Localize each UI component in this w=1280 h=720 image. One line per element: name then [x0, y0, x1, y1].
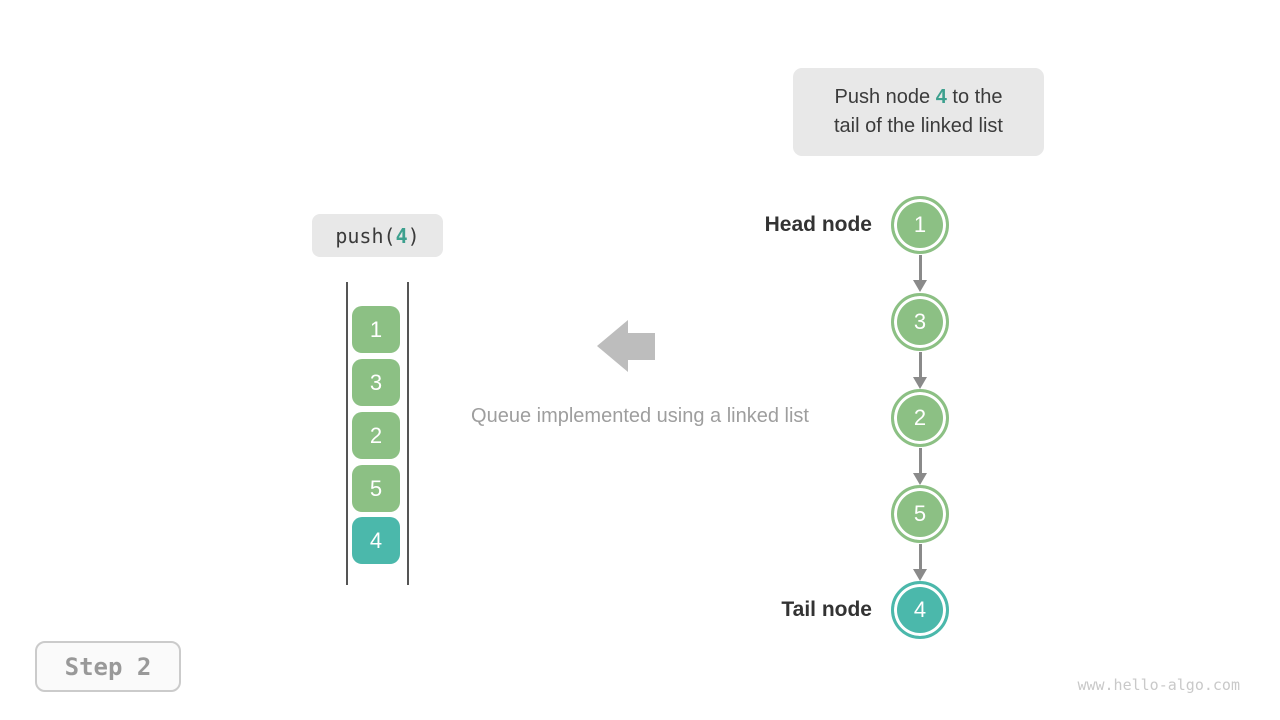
queue-wall-left: [346, 282, 348, 585]
down-arrow-icon: [913, 544, 927, 581]
queue-item: 1: [352, 306, 400, 353]
tail-node-label: Tail node: [781, 598, 872, 621]
left-block-arrow-icon: [597, 320, 655, 373]
queue-item: 3: [352, 359, 400, 406]
down-arrow-icon: [913, 255, 927, 292]
operation-code-post: ): [407, 223, 420, 248]
step-badge: Step 2: [35, 641, 181, 692]
diagram-caption: Queue implemented using a linked list: [471, 405, 809, 427]
operation-arg: 4: [395, 223, 408, 248]
linked-list-node: 2: [891, 389, 949, 447]
linked-list-node: 5: [891, 485, 949, 543]
queue-item: 5: [352, 465, 400, 512]
arrow-head: [597, 320, 628, 372]
annotation-line2: tail of the linked list: [834, 115, 1003, 137]
annotation-text: Push node: [834, 86, 936, 108]
queue-item: 2: [352, 412, 400, 459]
annotation-text-cont: to the: [946, 86, 1003, 108]
queue-wall-right: [407, 282, 409, 585]
annotation-highlight-value: 4: [935, 86, 947, 108]
down-arrow-icon: [913, 352, 927, 389]
linked-list-node: 1: [891, 196, 949, 254]
annotation-line1: Push node 4 to the: [835, 83, 1003, 112]
queue-item-new: 4: [352, 517, 400, 564]
watermark-url: www.hello-algo.com: [1077, 676, 1240, 694]
linked-list-node-new: 4: [891, 581, 949, 639]
head-node-label: Head node: [764, 213, 872, 236]
down-arrow-icon: [913, 448, 927, 485]
operation-code-pre: push(: [335, 223, 396, 248]
linked-list-node: 3: [891, 293, 949, 351]
arrow-body: [627, 333, 655, 360]
operation-code-box: push(4): [312, 214, 443, 257]
push-annotation-bubble: Push node 4 to the tail of the linked li…: [793, 68, 1044, 156]
